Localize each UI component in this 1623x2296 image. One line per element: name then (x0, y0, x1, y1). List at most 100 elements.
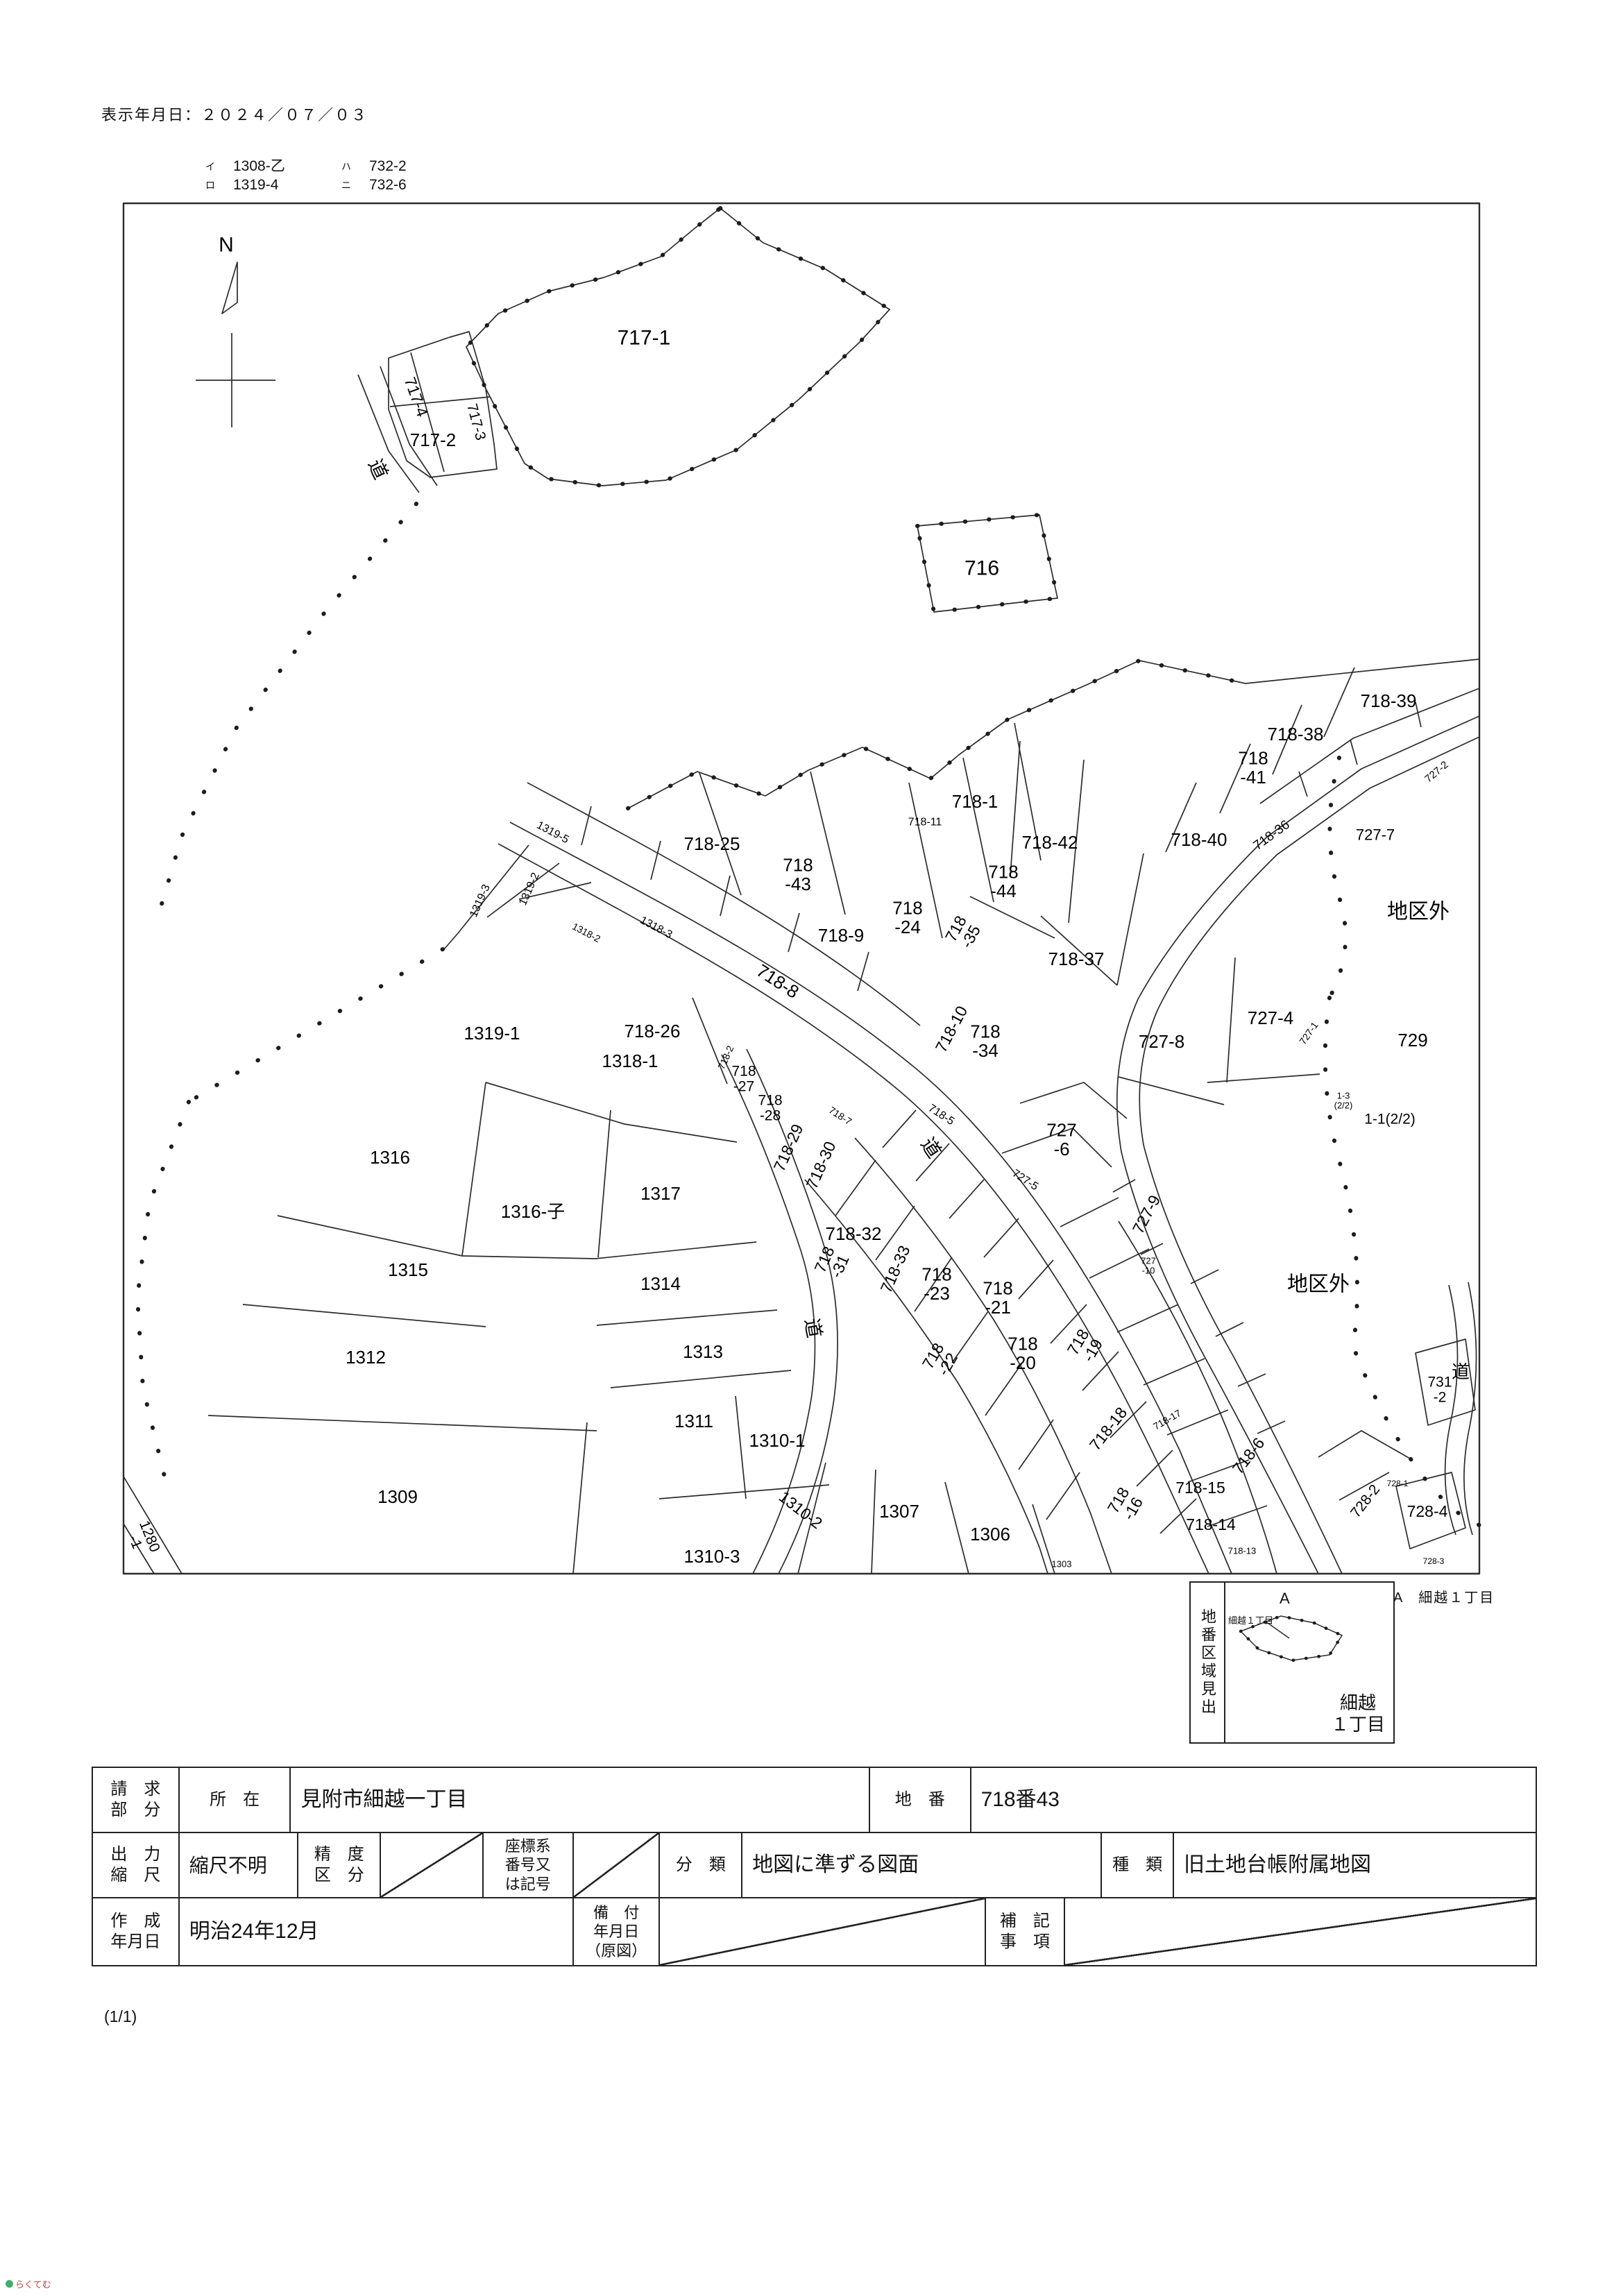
parcel-label: 道 (801, 1317, 825, 1340)
cell-precision-label: 精 度 区 分 (298, 1833, 382, 1897)
inset-shape-svg (1237, 1614, 1345, 1663)
parcel-label: 718-29 (770, 1121, 807, 1174)
request-info-table: 請 求 部 分 所 在 見附市細越一丁目 地 番 718番43 出 力 縮 尺 … (92, 1767, 1537, 1966)
legend-mark: イ (205, 161, 215, 172)
parcel-label: 718-8 (753, 960, 803, 1002)
parcel-label: 718-9 (818, 925, 865, 946)
parcel-label: 1319-3 (468, 883, 493, 919)
parcel-label: 728-2 (1348, 1481, 1383, 1520)
parcel-label: 718-19 (1064, 1326, 1107, 1366)
parcel-label: 727-9 (1129, 1192, 1164, 1236)
parcel-label: 717-3 (464, 402, 488, 442)
parcel-label: 727-2 (1422, 759, 1450, 785)
parcel-label: 718-18 (1086, 1404, 1131, 1454)
parcel-label: 1316-子 (501, 1201, 566, 1222)
parcel-label: 1310-1 (749, 1430, 806, 1451)
parcel-boundaries (122, 202, 1481, 1575)
cell-parcel-number-label: 地 番 (870, 1768, 971, 1832)
cell-location-value: 見附市細越一丁目 (291, 1768, 870, 1832)
parcel-label: N (219, 234, 234, 257)
parcel-label: 727-1 (1297, 1020, 1320, 1047)
parcel-label: 1312 (346, 1347, 386, 1368)
parcel-label: 1311 (674, 1411, 713, 1431)
parcel-label: 718-38 (1268, 724, 1324, 745)
parcel-label: 718-6 (1229, 1434, 1268, 1477)
cell-classification-label: 分 類 (660, 1833, 743, 1897)
cell-created-date-label: 作 成 年月日 (93, 1898, 180, 1965)
parcel-label: 718-20 (1008, 1333, 1037, 1372)
parcel-label: 1306 (970, 1524, 1010, 1545)
parcel-label: 728-1 (1387, 1479, 1409, 1488)
inset-side-label: 地番区域見出 (1191, 1583, 1225, 1742)
cell-archived-date-empty (660, 1898, 986, 1965)
parcel-label: 718-28 (758, 1092, 782, 1123)
parcel-label: 1314 (640, 1273, 681, 1294)
page-number: (1/1) (104, 2007, 137, 2025)
legend-value: 732-2 (369, 158, 407, 174)
parcel-label: 1318-2 (570, 921, 602, 945)
print-date: 表示年月日：２０２４／０７／０３ (101, 106, 368, 124)
parcel-label: 718-13 (1228, 1546, 1256, 1556)
parcel-label: 718-30 (803, 1139, 840, 1191)
parcel-label: 718-7 (827, 1104, 854, 1127)
parcel-label: 1-1(2/2) (1364, 1111, 1416, 1127)
parcel-label: 716 (965, 557, 999, 580)
parcel-label: 1-3(2/2) (1334, 1091, 1353, 1111)
parcel-label: 1319-1 (464, 1023, 520, 1044)
parcel-label: 718-32 (826, 1223, 882, 1244)
cell-coordinate-system-label: 座標系 番号又 は記号 (484, 1833, 574, 1897)
index-inset: 地番区域見出 A 細越１丁目 細越 １丁目 (1189, 1581, 1395, 1744)
parcel-label: 731-2 (1427, 1374, 1452, 1405)
cell-precision-empty (381, 1833, 484, 1897)
watermark-dot-icon (6, 2280, 13, 2288)
parcel-label: 718-26 (624, 1021, 681, 1041)
area-reference: A 細越１丁目 (1393, 1590, 1495, 1606)
cell-kind-value: 旧土地台帳附属地図 (1183, 1853, 1371, 1877)
table-row-dates: 作 成 年月日 明治24年12月 備 付 年月日 （原図） 補 記 事 項 (93, 1897, 1536, 1965)
parcel-label: 地区外 (1287, 1273, 1350, 1296)
parcel-label: 727-5 (1010, 1168, 1041, 1193)
parcel-label: 717-2 (410, 430, 457, 450)
inset-big-label: 細越 １丁目 (1330, 1692, 1385, 1735)
cell-location-label: 所 在 (180, 1768, 291, 1832)
parcel-label: 地区外 (1387, 901, 1450, 924)
reference-legend: イ 1308-乙 ハ 732-2 ロ 1319-4 ニ 732-6 (205, 158, 477, 194)
parcel-label: 718-41 (1238, 747, 1268, 787)
parcel-label: 1317 (640, 1183, 681, 1204)
table-row-location: 請 求 部 分 所 在 見附市細越一丁目 地 番 718番43 (93, 1768, 1536, 1832)
parcel-label: 1307 (879, 1501, 919, 1522)
legend-value: 732-6 (369, 177, 407, 194)
cell-parcel-number-value: 718番43 (980, 1788, 1060, 1812)
survey-point-dots (135, 205, 1481, 1527)
parcel-label: 727-6 (1046, 1119, 1076, 1159)
parcel-label: 1319-5 (534, 819, 570, 846)
legend-mark: ニ (341, 180, 351, 192)
parcel-label: 718-35 (942, 912, 985, 952)
parcel-label: 718-42 (1022, 832, 1078, 853)
parcel-label: 718-16 (1104, 1484, 1148, 1524)
parcel-label: 727-10 (1141, 1256, 1156, 1276)
cell-created-date-value: 明治24年12月 (180, 1898, 574, 1965)
parcel-label: 727-8 (1139, 1031, 1185, 1052)
parcel-label: 727-4 (1248, 1007, 1294, 1028)
map-frame (122, 202, 1481, 1575)
parcel-label: 道 (1452, 1361, 1470, 1382)
legend-mark: ハ (341, 161, 351, 172)
parcel-label: 729 (1397, 1030, 1427, 1051)
legend-value: 1319-4 (233, 177, 279, 194)
parcel-label: 727-7 (1356, 826, 1395, 844)
parcel-label: 718-5 (926, 1103, 957, 1128)
parcel-label: 1310-3 (684, 1546, 740, 1567)
watermark: らくてむ (6, 2277, 51, 2290)
parcel-label: 1313 (683, 1341, 723, 1362)
parcel-label: 718-23 (921, 1264, 951, 1303)
parcel-label: 1318-1 (602, 1051, 658, 1071)
cell-classification-value: 地図に準ずる図面 (742, 1833, 1103, 1897)
parcel-label: 718-11 (908, 817, 942, 828)
cell-archived-date-label: 備 付 年月日 （原図） (574, 1898, 661, 1965)
cell-notes-empty (1065, 1898, 1536, 1965)
parcel-label: 1309 (377, 1486, 418, 1507)
parcel-label: 道 (364, 456, 392, 482)
